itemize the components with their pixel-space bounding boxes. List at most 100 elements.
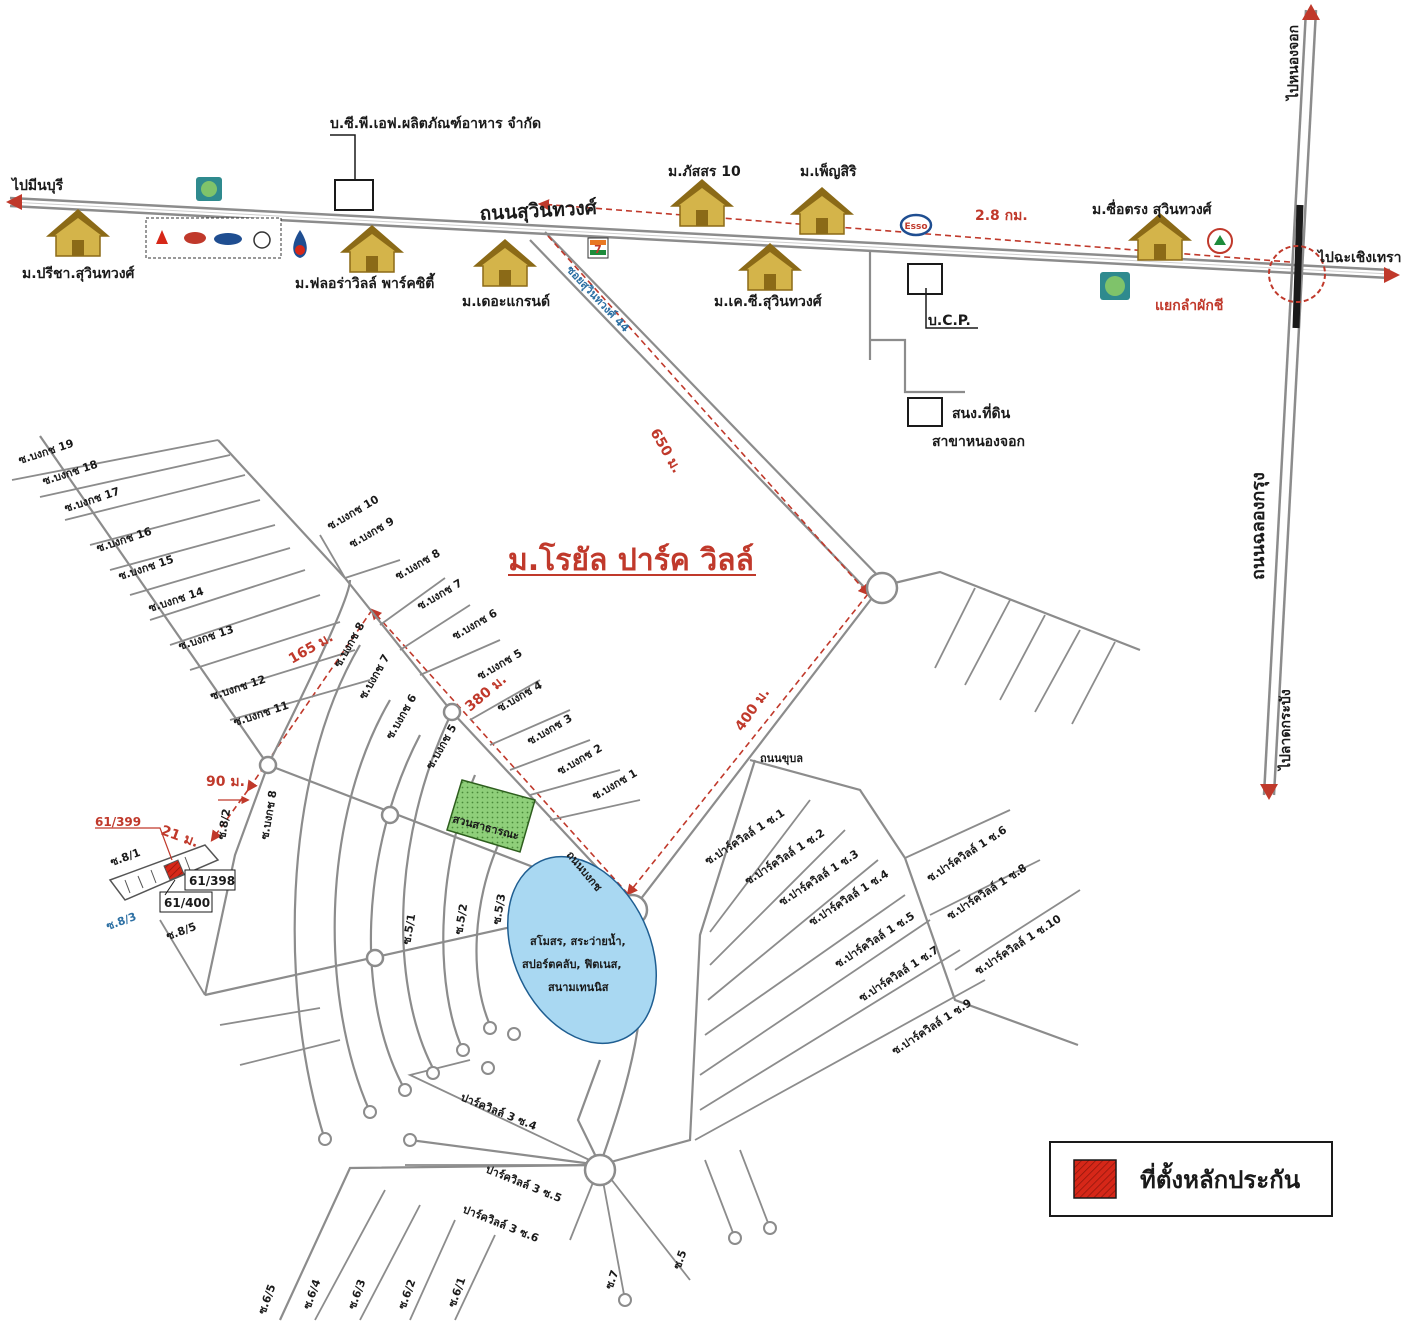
- plot-label-lines: [95, 795, 250, 913]
- m-grand-label: ม.เดอะแกรนด์: [462, 293, 550, 310]
- svg-text:ซ.ปาร์ควิลล์ 1 ซ.9: ซ.ปาร์ควิลล์ 1 ซ.9: [890, 996, 975, 1057]
- legend-label: ที่ตั้งหลักประกัน: [1140, 1161, 1301, 1194]
- to-minburi-label: ไปมีนบุรี: [10, 176, 64, 194]
- svg-text:ซ.6/5: ซ.6/5: [256, 1282, 279, 1316]
- village-title: ม.โรยัล ปาร์ค วิลล์: [508, 541, 754, 578]
- lake-label-2: สปอร์ตคลับ, ฟิตเนส,: [522, 958, 622, 971]
- plot-61-400-label: 61/400: [164, 896, 210, 910]
- bongkot-soi-labels: ซ.บงกช 1 ซ.บงกช 2 ซ.บงกช 3 ซ.บงกช 4 ซ.บง…: [17, 437, 640, 803]
- svg-text:ซ.8/5: ซ.8/5: [165, 920, 199, 943]
- lake-label-3: สนามเทนนิส: [548, 981, 609, 994]
- svg-text:ซ.6/4: ซ.6/4: [301, 1277, 324, 1311]
- svg-text:ซ.บงกช 15: ซ.บงกช 15: [117, 553, 175, 583]
- svg-text:ซ.ปาร์ควิลล์ 1 ซ.5: ซ.ปาร์ควิลล์ 1 ซ.5: [833, 909, 918, 970]
- soi-44-road: [529, 231, 883, 589]
- ucp-side-road: [868, 252, 965, 394]
- svg-text:ซ.6/1: ซ.6/1: [446, 1275, 469, 1309]
- m-chuetrong-label: ม.ซื่อตรง สุวินทวงศ์: [1092, 199, 1213, 218]
- arrow-to-chachoengsao: [1384, 267, 1400, 283]
- distance-2-8km: 2.8 กม.: [975, 208, 1028, 224]
- to-nongchok-label: ไปหนองจอก: [1284, 25, 1302, 102]
- svg-text:ซ.5: ซ.5: [671, 1248, 690, 1271]
- arrow-to-minburi: [6, 194, 22, 210]
- lamphakchi-junction-label: แยกลำผักชี: [1155, 298, 1224, 314]
- distance-400m: 400 ม.: [732, 685, 773, 734]
- svg-text:ซ.8/1: ซ.8/1: [109, 846, 143, 869]
- to-latkrabang-label: ไปลาดกระบัง: [1276, 689, 1294, 772]
- arrow-to-latkrabang: [1260, 784, 1278, 800]
- parkville3-soi-labels: ปาร์ควิลล์ 3 ซ.4 ปาร์ควิลล์ 3 ซ.5 ปาร์คว…: [459, 1091, 564, 1245]
- svg-text:ซ.6/2: ซ.6/2: [396, 1277, 419, 1311]
- svg-text:ซ.บงกช 3: ซ.บงกช 3: [525, 712, 574, 748]
- distance-90m: 90 ม.: [206, 774, 245, 790]
- distance-650m: 650 ม.: [647, 426, 685, 476]
- m-phensiri-label: ม.เพ็ญสิริ: [800, 162, 857, 180]
- svg-text:ซ.บงกช 9: ซ.บงกช 9: [347, 515, 396, 551]
- svg-text:ซ.บงกช 5: ซ.บงกช 5: [423, 722, 459, 771]
- svg-text:ซ.บงกช 11: ซ.บงกช 11: [232, 699, 290, 729]
- plot-61-399-label: 61/399: [95, 815, 141, 829]
- suwinthawong-road-label: ถนนสุวินทวงศ์: [479, 197, 598, 226]
- cpf-building-icon: [330, 134, 374, 211]
- plot-61-398-label: 61/398: [189, 874, 235, 888]
- svg-text:ซ.บงกช 8: ซ.บงกช 8: [393, 547, 442, 583]
- svg-text:ซ.บงกช 14: ซ.บงกช 14: [147, 585, 206, 615]
- svg-text:Esso: Esso: [904, 222, 927, 232]
- svg-text:ซ.8/2: ซ.8/2: [215, 808, 233, 841]
- lamphakchi-junction-marker: [1268, 245, 1326, 303]
- dead-end-label: ถนนขุบล: [760, 752, 803, 766]
- svg-text:ซ.6/3: ซ.6/3: [346, 1277, 369, 1311]
- m-kc-label: ม.เค.ซี.สุวินทวงศ์: [714, 293, 823, 310]
- m-pasara-label: ม.ภัสสร 10: [668, 164, 741, 180]
- legend-swatch: [1073, 1159, 1117, 1199]
- svg-text:ซ.8/3: ซ.8/3: [105, 910, 139, 933]
- svg-text:ซ.ปาร์ควิลล์ 1 ซ.10: ซ.ปาร์ควิลล์ 1 ซ.10: [973, 912, 1064, 978]
- svg-text:ซ.7: ซ.7: [603, 1268, 622, 1291]
- legend: ที่ตั้งหลักประกัน: [1049, 1141, 1333, 1217]
- car-brands-icon: [145, 217, 282, 259]
- gas-station-icon-2: [1100, 272, 1130, 300]
- chalong-krung-road: [1260, 4, 1320, 800]
- village-roads: [11, 435, 1141, 1321]
- svg-text:ซ.บงกช 6: ซ.บงกช 6: [450, 606, 500, 642]
- land-office-branch-label: สาขาหนองจอก: [932, 434, 1025, 450]
- m-flora-label: ม.ฟลอร่าวิลล์ พาร์คซิตี้: [295, 272, 435, 292]
- svg-text:ซ.บงกช 13: ซ.บงกช 13: [177, 623, 235, 653]
- svg-text:ปาร์ควิลล์ 3 ซ.6: ปาร์ควิลล์ 3 ซ.6: [461, 1203, 541, 1245]
- chalong-krung-label: ถนนฉลองกรุง: [1248, 472, 1270, 580]
- kasikorn-icon: [1207, 228, 1233, 254]
- arrow-to-nongchok: [1302, 4, 1320, 20]
- svg-text:ซ.5/3: ซ.5/3: [490, 893, 508, 926]
- svg-text:ซ.5/1: ซ.5/1: [400, 913, 418, 946]
- cpf-label: บ.ซี.พี.เอฟ.ผลิตภัณฑ์อาหาร จำกัด: [330, 115, 541, 132]
- svg-text:ซ.บงกช 19: ซ.บงกช 19: [17, 437, 75, 467]
- to-chachoengsao-label: ไปฉะเชิงเทรา: [1316, 248, 1402, 266]
- svg-text:ปาร์ควิลล์ 3 ซ.4: ปาร์ควิลล์ 3 ซ.4: [459, 1091, 539, 1133]
- gas-station-icon-1: [196, 177, 222, 201]
- ptt-icon: [293, 230, 307, 258]
- esso-icon: Esso: [899, 213, 933, 237]
- soi-44-label: ซอยสุวินทวงศ์ 44: [563, 263, 632, 336]
- svg-text:ซ.บงกช 8: ซ.บงกช 8: [258, 789, 279, 840]
- svg-text:ซ.บงกช 6: ซ.บงกช 6: [383, 692, 419, 742]
- clubhouse-lake: [506, 855, 658, 1045]
- svg-text:ซ.ปาร์ควิลล์ 1 ซ.7: ซ.ปาร์ควิลล์ 1 ซ.7: [857, 943, 942, 1004]
- collateral-plots: [124, 856, 191, 894]
- ucp-label: บ.C.P.: [928, 313, 971, 329]
- distance-165m: 165 ม.: [286, 629, 336, 667]
- svg-text:ซ.ปาร์ควิลล์ 1 ซ.6: ซ.ปาร์ควิลล์ 1 ซ.6: [925, 823, 1010, 884]
- svg-text:ปาร์ควิลล์ 3 ซ.5: ปาร์ควิลล์ 3 ซ.5: [484, 1163, 564, 1205]
- svg-text:ซ.บงกช 2: ซ.บงกช 2: [555, 742, 604, 778]
- ucp-building-icon: [907, 263, 978, 329]
- public-park: [446, 779, 536, 853]
- target-plot-marker: [163, 859, 185, 881]
- svg-text:ซ.ปาร์ควิลล์ 1 ซ.8: ซ.ปาร์ควิลล์ 1 ซ.8: [945, 861, 1030, 922]
- land-office-label: สนง.ที่ดิน: [952, 403, 1011, 422]
- land-office-icon: [907, 397, 943, 427]
- lake-label-1: สโมสร, สระว่ายน้ำ,: [530, 933, 626, 948]
- distance-21m: 21 ม.: [159, 823, 201, 851]
- svg-text:ซ.5/2: ซ.5/2: [452, 903, 470, 936]
- svg-text:ซ.บงกช 12: ซ.บงกช 12: [209, 673, 267, 703]
- svg-text:ซ.บงกช 18: ซ.บงกช 18: [41, 458, 99, 488]
